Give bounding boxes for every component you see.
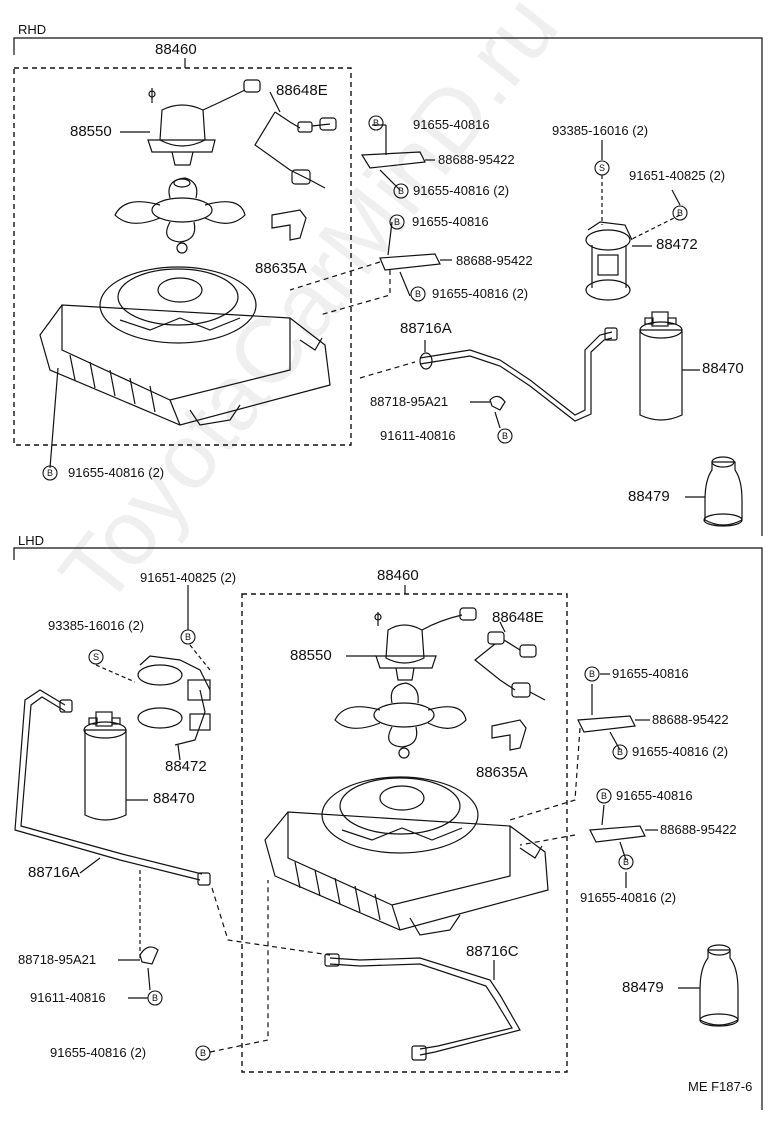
svg-text:B: B bbox=[502, 431, 508, 441]
svg-text:B: B bbox=[152, 993, 158, 1003]
lhd-receiver-bracket-drawing bbox=[137, 655, 211, 746]
lhd-bolt-d-label: 91611-40816 bbox=[30, 990, 106, 1005]
rhd-assembly-box bbox=[13, 67, 352, 446]
svg-text:S: S bbox=[93, 652, 99, 662]
lhd-pipe-c-label: 88716C bbox=[466, 943, 519, 960]
svg-text:B: B bbox=[398, 186, 404, 196]
svg-text:B: B bbox=[677, 208, 683, 218]
svg-text:B: B bbox=[617, 747, 623, 757]
rhd-condenser-drawing bbox=[39, 266, 331, 426]
rhd-bolt-c-label: 91651-40825 (2) bbox=[629, 168, 726, 183]
lhd-bolt-bottom-label: 91655-40816 (2) bbox=[50, 1045, 147, 1060]
lhd-assembly-label: 88460 bbox=[377, 567, 419, 584]
rhd-bolt-d-label: 91611-40816 bbox=[380, 428, 456, 443]
lhd-pipe-label: 88716A bbox=[28, 864, 80, 881]
svg-text:B: B bbox=[415, 289, 421, 299]
rhd-bracket-harness-label: 88635A bbox=[255, 260, 307, 277]
rhd-receiver-bracket-label: 88472 bbox=[656, 236, 698, 253]
lhd-pipe-drawing bbox=[14, 689, 211, 886]
lhd-receiver-drawing bbox=[83, 711, 127, 821]
lhd-harness-drawing bbox=[474, 631, 546, 701]
bolt-marker-letters: B B B B S B B B B S B B B B B B bbox=[47, 118, 683, 1058]
rhd-receiver-label: 88470 bbox=[702, 360, 744, 377]
lhd-receiver-bracket-label: 88472 bbox=[165, 758, 207, 775]
rhd-bracket-a-label: 88688-95422 bbox=[438, 152, 515, 167]
bolt-markers bbox=[42, 115, 688, 1061]
rhd-bolt-a2-label: 91655-40816 (2) bbox=[413, 183, 510, 198]
svg-text:B: B bbox=[589, 669, 595, 679]
lhd-frame bbox=[13, 547, 763, 1110]
rhd-pipe-label: 88716A bbox=[400, 320, 452, 337]
lhd-condenser-drawing bbox=[264, 776, 549, 936]
lhd-assembly-box bbox=[241, 593, 568, 1073]
lhd-oil-drawing bbox=[699, 944, 739, 1027]
lhd-bracket-a-label: 88688-95422 bbox=[652, 712, 729, 727]
rhd-fan-drawing bbox=[114, 177, 246, 243]
svg-text:B: B bbox=[623, 857, 629, 867]
rhd-bracket-b-label: 88688-95422 bbox=[456, 253, 533, 268]
lhd-motor-label: 88550 bbox=[290, 647, 332, 664]
lhd-pipe-c-drawing bbox=[324, 953, 521, 1061]
rhd-bolt-b-label: 91655-40816 bbox=[412, 214, 489, 229]
lhd-bolt-a-label: 91655-40816 bbox=[612, 666, 689, 681]
lhd-bolt-b-label: 91655-40816 bbox=[616, 788, 693, 803]
footer-code: ME F187-6 bbox=[688, 1079, 753, 1094]
rhd-clamp-label: 88718-95A21 bbox=[370, 394, 449, 409]
section-lhd: LHD bbox=[18, 533, 45, 548]
svg-text:B: B bbox=[47, 468, 53, 478]
lhd-bolt-a2-label: 91655-40816 (2) bbox=[632, 744, 729, 759]
rhd-receiver-bracket-drawing bbox=[585, 221, 633, 301]
svg-text:B: B bbox=[394, 217, 400, 227]
rhd-receiver-drawing bbox=[639, 311, 683, 421]
lhd-bolt-c-label: 91651-40825 (2) bbox=[140, 570, 237, 585]
rhd-bolt-a-label: 91655-40816 bbox=[413, 117, 490, 132]
svg-text:B: B bbox=[373, 118, 379, 128]
rhd-harness-drawing bbox=[254, 111, 337, 189]
rhd-harness-label: 88648E bbox=[276, 82, 328, 99]
svg-text:B: B bbox=[601, 791, 607, 801]
rhd-bolt-b2-label: 91655-40816 (2) bbox=[432, 286, 529, 301]
lhd-receiver-label: 88470 bbox=[153, 790, 195, 807]
section-rhd: RHD bbox=[18, 22, 47, 37]
lhd-bracket-b-label: 88688-95422 bbox=[660, 822, 737, 837]
svg-text:S: S bbox=[599, 163, 605, 173]
lhd-clamp-label: 88718-95A21 bbox=[18, 952, 97, 967]
lhd-motor-drawing bbox=[374, 607, 477, 681]
lhd-harness-label: 88648E bbox=[492, 609, 544, 626]
lhd-screw-label: 93385-16016 (2) bbox=[48, 618, 145, 633]
lhd-bracket-harness-label: 88635A bbox=[476, 764, 528, 781]
rhd-oil-drawing bbox=[703, 456, 743, 527]
lhd-fan-drawing bbox=[334, 682, 467, 748]
rhd-frame bbox=[13, 37, 763, 536]
lhd-bolt-b2-label: 91655-40816 (2) bbox=[580, 890, 677, 905]
rhd-bolt-bottom-label: 91655-40816 (2) bbox=[68, 465, 165, 480]
rhd-motor-label: 88550 bbox=[70, 123, 112, 140]
rhd-screw-label: 93385-16016 (2) bbox=[552, 123, 649, 138]
rhd-oil-label: 88479 bbox=[628, 488, 670, 505]
lhd-oil-label: 88479 bbox=[622, 979, 664, 996]
svg-text:B: B bbox=[185, 632, 191, 642]
rhd-motor-drawing bbox=[147, 79, 261, 166]
rhd-pipe-drawing bbox=[419, 327, 618, 422]
rhd-assembly-label: 88460 bbox=[155, 41, 197, 58]
svg-text:B: B bbox=[200, 1048, 206, 1058]
